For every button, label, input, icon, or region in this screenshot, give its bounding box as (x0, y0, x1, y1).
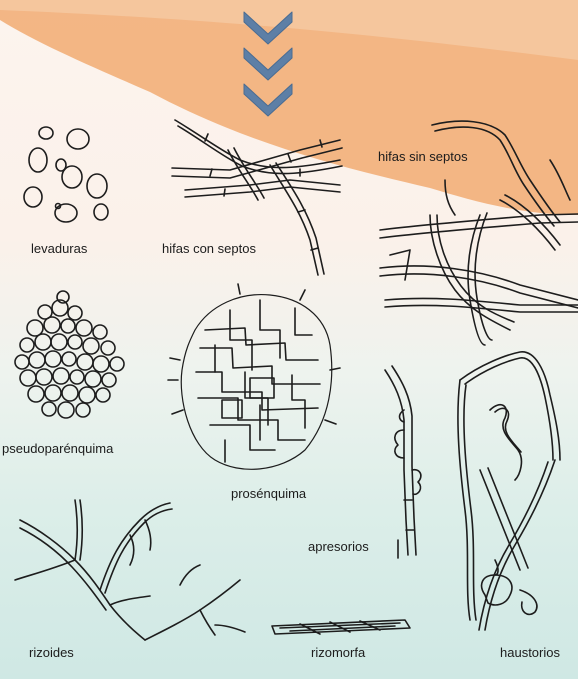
prosenchyma-drawing (168, 284, 340, 469)
label-haustorios: haustorios (500, 646, 560, 659)
rhizoids-drawing (15, 500, 245, 640)
label-rizomorfa: rizomorfa (311, 646, 365, 659)
label-apresorios: apresorios (308, 540, 369, 553)
chevron-down-icon (244, 12, 292, 44)
rhizomorph-drawing (272, 620, 410, 634)
label-pseudoparenquima: pseudoparénquima (2, 442, 113, 455)
label-hifas-sin-septos: hifas sin septos (378, 150, 468, 163)
pseudoparenchyma-drawing (15, 291, 124, 418)
chevron-down-icon (244, 84, 292, 116)
label-prosenquima: prosénquima (231, 487, 306, 500)
haustoria-drawing (458, 352, 560, 630)
yeast-drawing (24, 127, 108, 222)
label-rizoides: rizoides (29, 646, 74, 659)
label-hifas-con-septos: hifas con septos (162, 242, 256, 255)
label-levaduras: levaduras (31, 242, 87, 255)
appressoria-drawing (385, 366, 421, 555)
chevron-down-icon (244, 48, 292, 80)
